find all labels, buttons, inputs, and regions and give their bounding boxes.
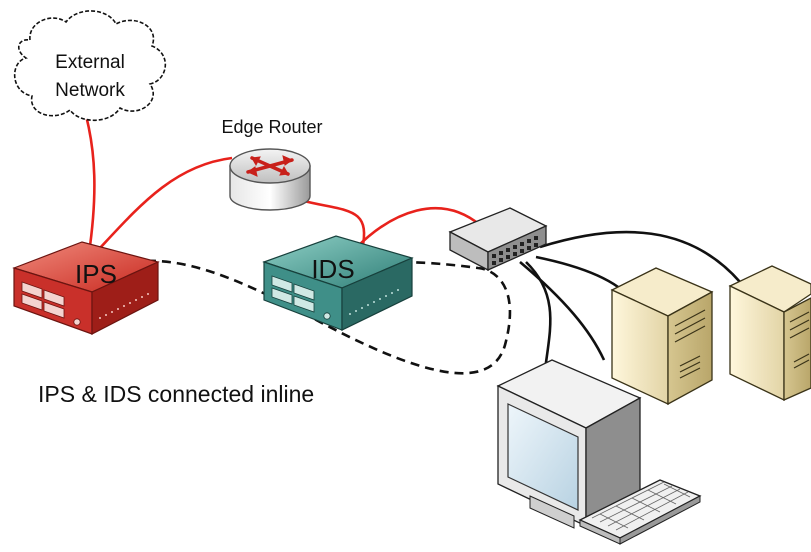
link-router-to-ids <box>299 198 366 251</box>
ips-appliance: IPS <box>12 241 160 335</box>
edge-router: Edge Router <box>221 117 323 211</box>
link-dashed-inline <box>131 259 512 375</box>
ips-appliance-icon <box>12 241 160 335</box>
external-network-cloud: External Network <box>13 10 167 121</box>
workstation <box>496 359 702 545</box>
server-icon <box>610 267 714 406</box>
cloud-icon <box>13 10 167 121</box>
ids-appliance-icon <box>262 235 414 331</box>
switch-icon <box>448 207 548 272</box>
link-switch-to-server-right <box>539 230 741 283</box>
link-switch-extra <box>519 261 606 361</box>
router-label: Edge Router <box>221 117 322 137</box>
keyboard-icon <box>578 479 702 545</box>
ids-label: IDS <box>311 254 354 284</box>
router-icon <box>229 148 311 211</box>
cloud-label-line1: External <box>55 52 125 73</box>
link-ids-to-switch <box>355 207 481 249</box>
diagram-caption: IPS & IDS connected inline <box>38 381 314 407</box>
server-left <box>610 267 714 406</box>
link-cloud-to-ips <box>82 107 96 261</box>
ips-label: IPS <box>75 259 117 289</box>
server-right <box>728 265 811 402</box>
link-switch-to-workstation <box>525 261 552 371</box>
links <box>82 107 741 375</box>
server-icon <box>728 265 811 402</box>
ids-appliance: IDS <box>262 235 414 331</box>
link-ips-to-router <box>99 156 233 249</box>
cloud-label-line2: Network <box>55 80 125 101</box>
network-switch <box>448 207 548 272</box>
